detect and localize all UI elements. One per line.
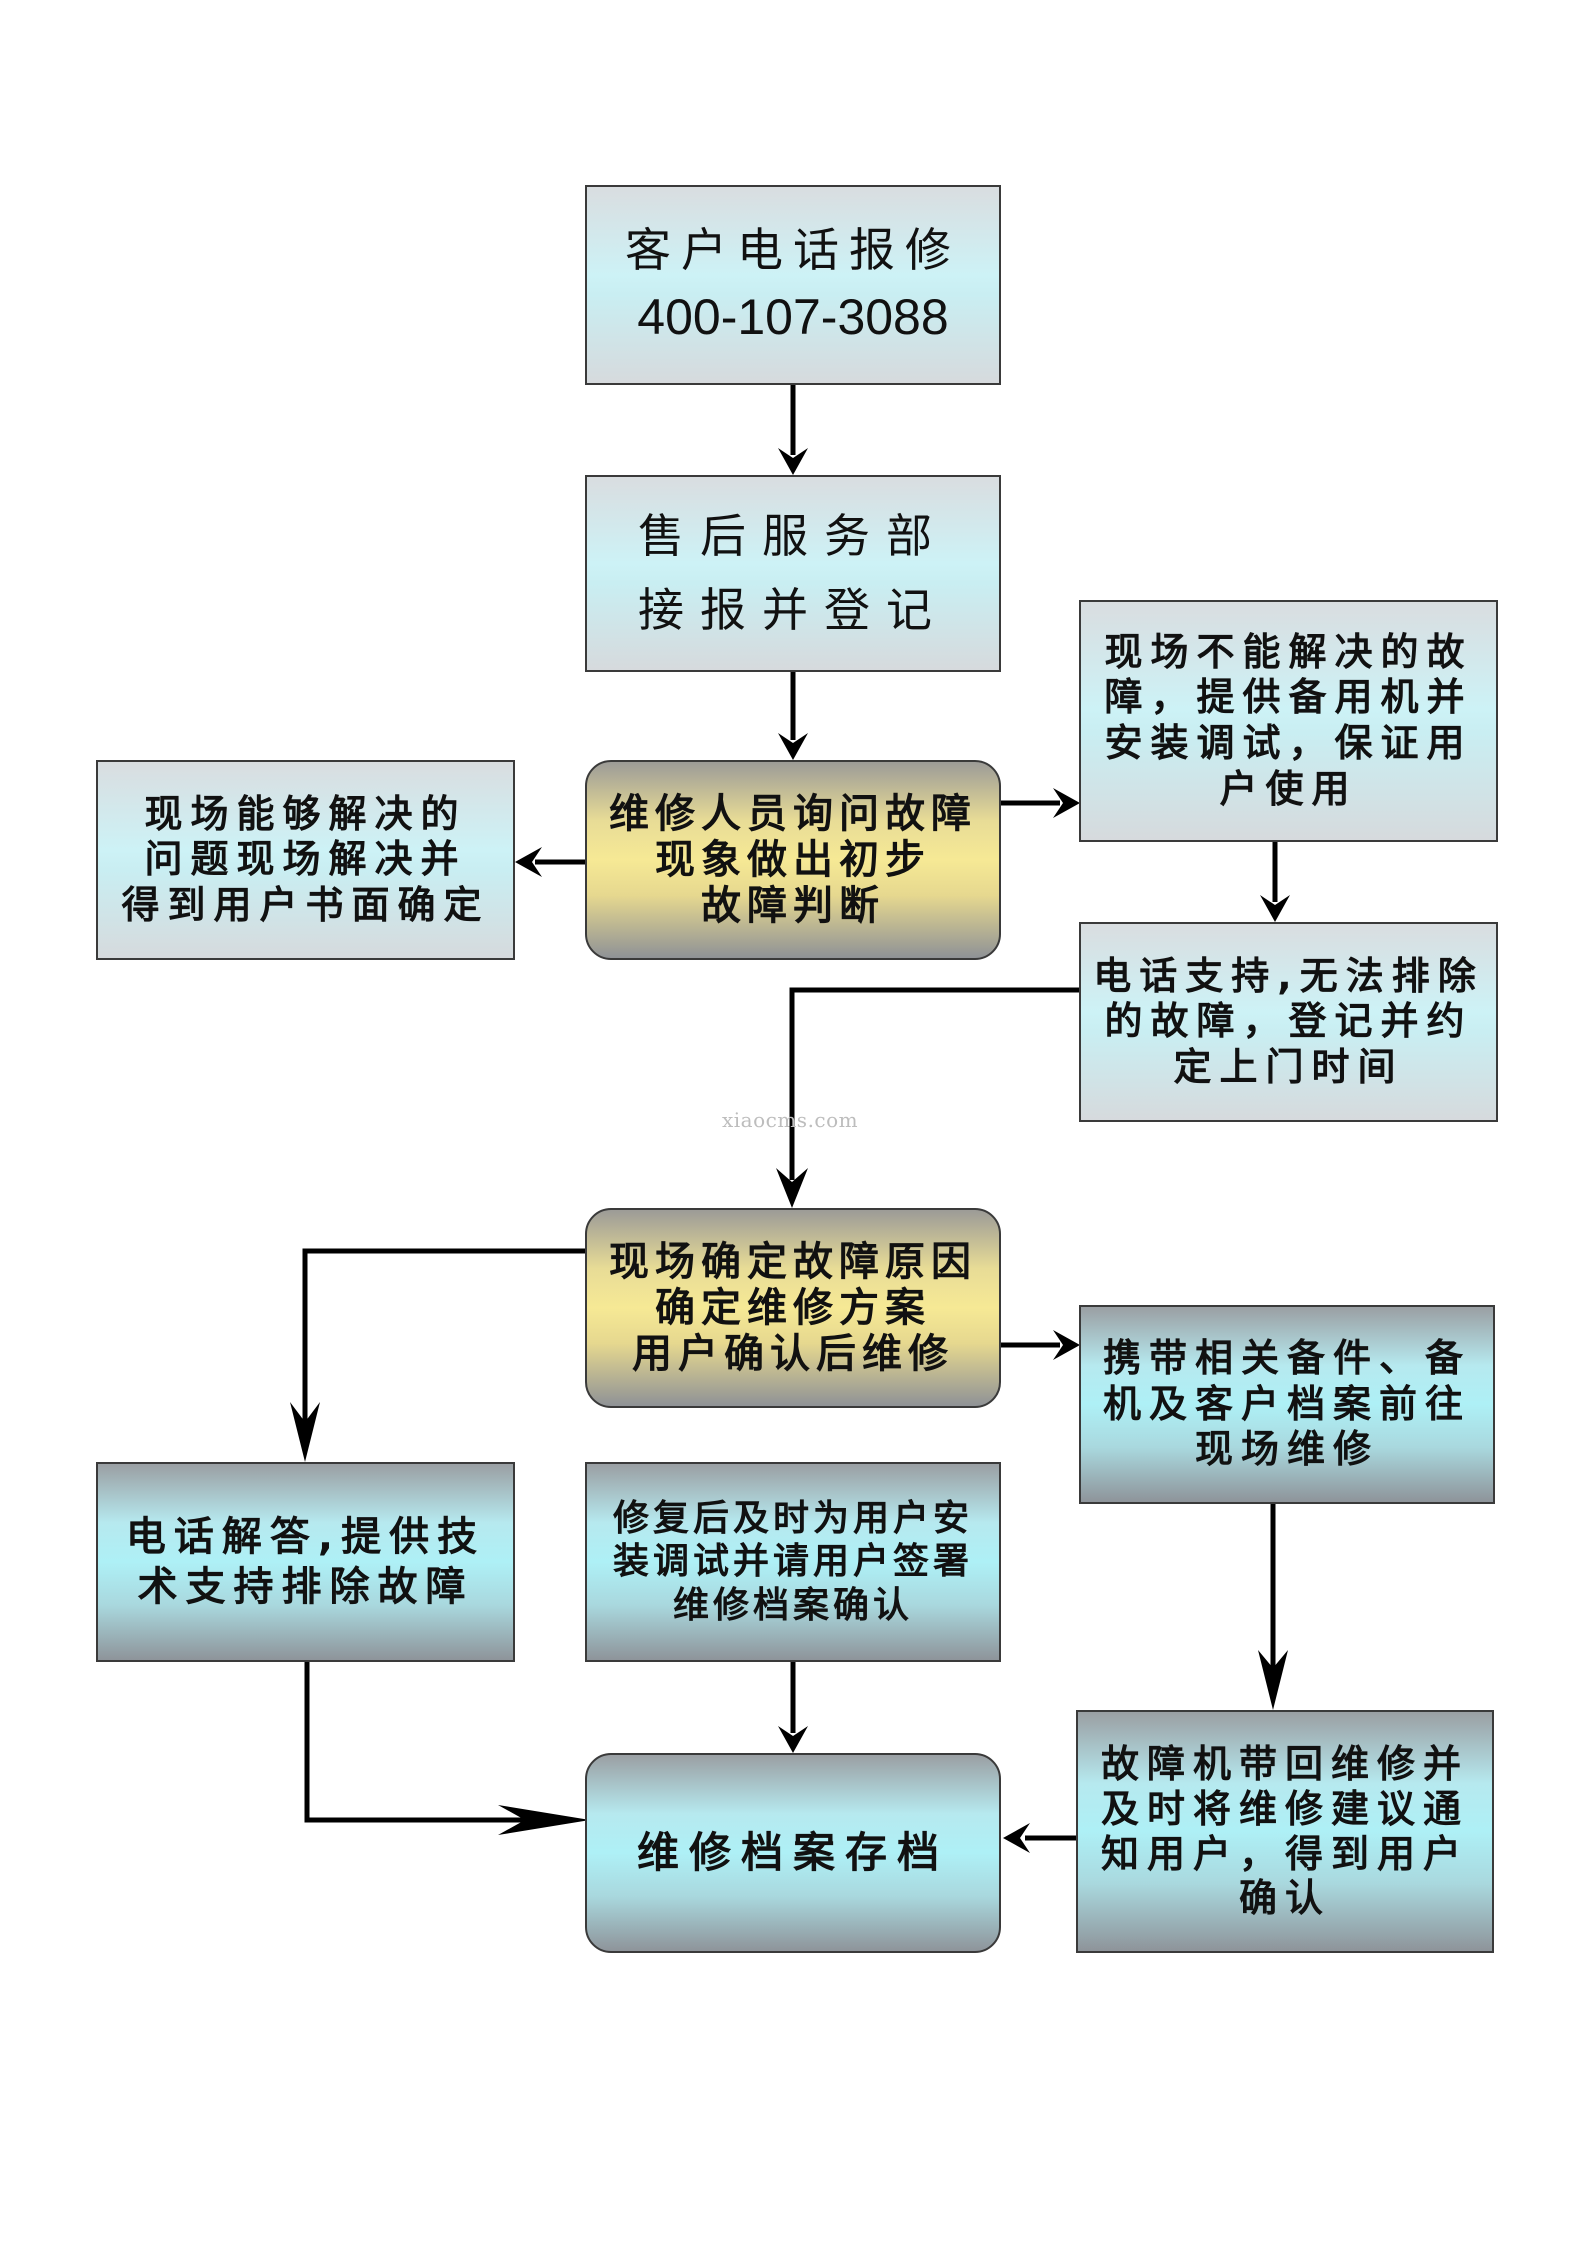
edge-backup-to-phone-support <box>1260 842 1290 922</box>
arrowhead-icon <box>778 733 808 760</box>
node-phone-report-title: 客户电话报修 <box>625 223 961 277</box>
edge-phone-answer-to-archive <box>304 1662 590 1835</box>
edge-bring-back-to-archive <box>1003 1823 1079 1853</box>
node-backup-machine-text: 现场不能解决的故 障，提供备用机并 安装调试，保证用 户使用 <box>1104 629 1473 811</box>
node-onsite-confirm: 现场确定故障原因 确定维修方案 用户确认后维修 <box>585 1208 1001 1408</box>
node-backup-machine: 现场不能解决的故 障，提供备用机并 安装调试，保证用 户使用 <box>1079 600 1498 842</box>
arrowhead-icon <box>498 1805 590 1835</box>
arrowhead-icon <box>778 448 808 475</box>
node-after-sales-text: 售后服务部 接报并登记 <box>638 508 948 637</box>
edge-after-sales-to-diagnosis <box>778 672 808 760</box>
edge-phone-report-to-after-sales <box>778 385 808 475</box>
arrowhead-icon <box>776 1168 808 1208</box>
node-onsite-confirm-text: 现场确定故障原因 确定维修方案 用户确认后维修 <box>609 1239 977 1377</box>
node-after-sales: 售后服务部 接报并登记 <box>585 475 1001 672</box>
arrowhead-icon <box>1258 1650 1288 1710</box>
node-phone-answer: 电话解答,提供技 术支持排除故障 <box>96 1462 515 1662</box>
node-initial-diagnosis-text: 维修人员询问故障 现象做出初步 故障判断 <box>609 791 977 929</box>
node-carry-parts-text: 携带相关备件、备 机及客户档案前往 现场维修 <box>1102 1336 1471 1472</box>
node-install-sign-text: 修复后及时为用户安 装调试并请用户签署 维修档案确认 <box>612 1498 973 1626</box>
node-phone-support-schedule: 电话支持,无法排除 的故障，登记并约 定上门时间 <box>1079 922 1498 1122</box>
edge-onsite-confirm-to-carry-parts <box>1001 1330 1080 1360</box>
node-archive-text: 维修档案存档 <box>636 1827 949 1877</box>
edge-diagnosis-to-backup-machine <box>1001 788 1080 818</box>
edge-phone-support-to-onsite-confirm <box>776 987 1079 1208</box>
edge-diagnosis-to-resolve-onsite <box>515 847 585 877</box>
arrowhead-icon <box>1053 1330 1080 1360</box>
edge-install-sign-to-archive <box>778 1662 808 1753</box>
node-bring-back-text: 故障机带回维修并 及时将维修建议通 知用户，得到用户 确认 <box>1100 1741 1469 1921</box>
arrowhead-icon <box>515 847 542 877</box>
node-archive: 维修档案存档 <box>585 1753 1001 1953</box>
node-phone-support-schedule-text: 电话支持,无法排除 的故障，登记并约 定上门时间 <box>1093 953 1484 1089</box>
edge-carry-parts-to-bring-back <box>1258 1504 1288 1710</box>
node-carry-parts: 携带相关备件、备 机及客户档案前往 现场维修 <box>1079 1305 1495 1504</box>
node-initial-diagnosis: 维修人员询问故障 现象做出初步 故障判断 <box>585 760 1001 960</box>
node-bring-back: 故障机带回维修并 及时将维修建议通 知用户，得到用户 确认 <box>1076 1710 1494 1953</box>
node-phone-answer-text: 电话解答,提供技 术支持排除故障 <box>125 1514 486 1610</box>
arrowhead-icon <box>1003 1823 1030 1853</box>
node-phone-report: 客户电话报修 400-107-3088 <box>585 185 1001 385</box>
arrowhead-icon <box>290 1402 320 1462</box>
node-resolve-onsite-text: 现场能够解决的 问题现场解决并 得到用户书面确定 <box>121 791 490 927</box>
node-resolve-onsite: 现场能够解决的 问题现场解决并 得到用户书面确定 <box>96 760 515 960</box>
node-phone-report-number: 400-107-3088 <box>637 288 949 345</box>
arrowhead-icon <box>1260 895 1290 922</box>
edge-onsite-confirm-to-phone-answer <box>290 1248 585 1462</box>
node-install-sign: 修复后及时为用户安 装调试并请用户签署 维修档案确认 <box>585 1462 1001 1662</box>
arrowhead-icon <box>778 1726 808 1753</box>
arrowhead-icon <box>1053 788 1080 818</box>
watermark: xiaocms.com <box>722 1108 859 1132</box>
